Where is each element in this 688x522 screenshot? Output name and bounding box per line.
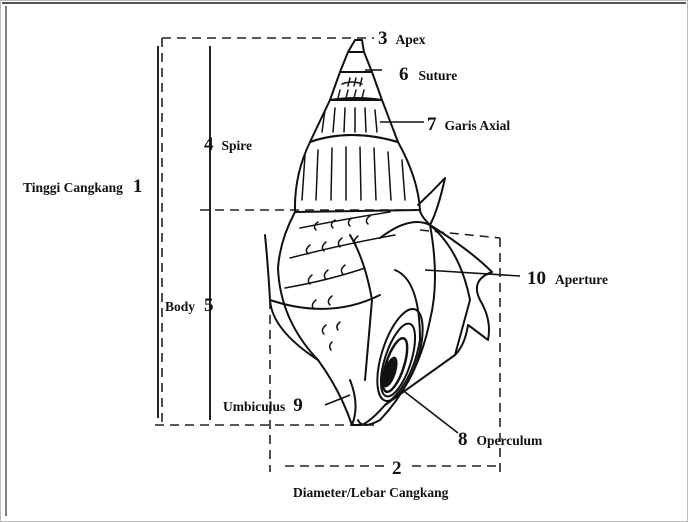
height-label: Tinggi Cangkang: [23, 180, 123, 195]
svg-text:3 Apex: 3 Apex: [378, 28, 426, 49]
aperture-label: Aperture: [555, 272, 608, 287]
svg-text:8 Operculum: 8 Operculum: [458, 429, 543, 450]
spire-number: 4: [204, 134, 214, 155]
operculum-number: 8: [458, 429, 468, 450]
svg-text:4 Spire: 4 Spire: [204, 134, 252, 155]
diameter-label: Diameter/Lebar Cangkang: [293, 485, 449, 500]
svg-text:6 Suture: 6 Suture: [399, 64, 457, 85]
umbilicus-number: 9: [293, 395, 303, 416]
suture-label: Suture: [419, 68, 458, 83]
body-number: 5: [204, 295, 214, 316]
apex-number: 3: [378, 28, 388, 49]
height-number: 1: [133, 176, 143, 197]
axial-number: 7: [427, 114, 437, 135]
svg-text:7 Garis Axial: 7 Garis Axial: [427, 114, 510, 135]
svg-text:Body 5: Body 5: [165, 295, 214, 316]
svg-text:10 Aperture: 10 Aperture: [527, 268, 608, 289]
operculum-label: Operculum: [477, 433, 544, 448]
umbilicus-label: Umbiculus: [223, 399, 285, 414]
svg-text:Tinggi Cangkang 1: Tinggi Cangkang 1: [23, 176, 142, 197]
aperture-number: 10: [527, 268, 546, 289]
diameter-number: 2: [392, 458, 402, 479]
axial-label: Garis Axial: [445, 118, 511, 133]
body-label: Body: [165, 299, 195, 314]
spire-label: Spire: [222, 138, 253, 153]
suture-number: 6: [399, 64, 409, 85]
apex-label: Apex: [396, 32, 426, 47]
